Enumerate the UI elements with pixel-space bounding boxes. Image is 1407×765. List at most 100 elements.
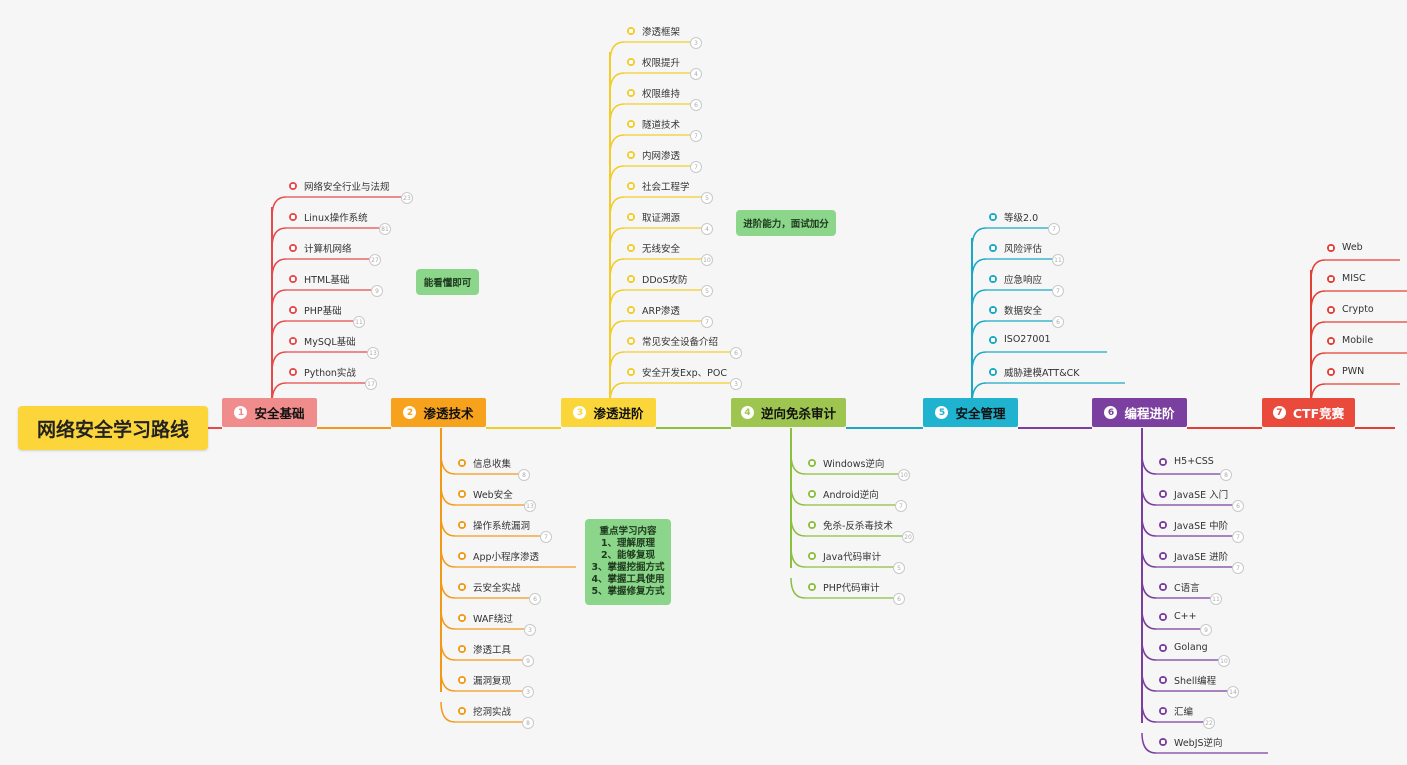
leaf-item[interactable]: 等级2.0 bbox=[989, 210, 1038, 224]
leaf-item[interactable]: 计算机网络 bbox=[289, 241, 352, 255]
connector-curve bbox=[609, 165, 625, 187]
connector-curve bbox=[609, 227, 625, 249]
leaf-item[interactable]: 权限提升 bbox=[627, 55, 680, 69]
leaf-item[interactable]: 免杀-反杀毒技术 bbox=[808, 518, 893, 532]
item-marker-icon bbox=[627, 58, 635, 66]
item-marker-icon bbox=[1327, 274, 1335, 283]
leaf-label: PWN bbox=[1342, 366, 1365, 377]
leaf-item[interactable]: App小程序渗透 bbox=[458, 549, 539, 563]
leaf-label: Mobile bbox=[1342, 335, 1374, 346]
item-marker-icon bbox=[289, 368, 297, 376]
leaf-item[interactable]: 隧道技术 bbox=[627, 117, 680, 131]
leaf-item[interactable]: Android逆向 bbox=[808, 487, 879, 501]
leaf-item[interactable]: 漏洞复现 bbox=[458, 673, 511, 687]
connector-curve bbox=[1141, 453, 1157, 475]
leaf-item[interactable]: HTML基础 bbox=[289, 272, 349, 286]
leaf-item[interactable]: Python实战 bbox=[289, 365, 356, 379]
connector-curve bbox=[440, 453, 456, 475]
count-badge: 3 bbox=[730, 378, 742, 390]
leaf-item[interactable]: 威胁建模ATT&CK bbox=[989, 365, 1079, 379]
item-marker-icon bbox=[1159, 707, 1167, 715]
leaf-item[interactable]: PWN bbox=[1327, 366, 1364, 377]
leaf-label: 网络安全行业与法规 bbox=[304, 182, 390, 193]
item-marker-icon bbox=[1327, 367, 1335, 376]
leaf-label: 数据安全 bbox=[1004, 306, 1043, 317]
leaf-item[interactable]: MISC bbox=[1327, 273, 1366, 284]
leaf-item[interactable]: ARP渗透 bbox=[627, 303, 680, 317]
leaf-item[interactable]: DDoS攻防 bbox=[627, 272, 687, 286]
item-marker-icon bbox=[458, 645, 466, 653]
leaf-label: Web bbox=[1342, 242, 1363, 253]
leaf-item[interactable]: 常见安全设备介绍 bbox=[627, 334, 718, 348]
root-topic[interactable]: 网络安全学习路线 bbox=[18, 406, 208, 450]
leaf-item[interactable]: 应急响应 bbox=[989, 272, 1042, 286]
leaf-item[interactable]: Web安全 bbox=[458, 487, 513, 501]
leaf-item[interactable]: Golang bbox=[1159, 642, 1208, 653]
branch-number-badge: 1 bbox=[234, 406, 248, 419]
connector-curve bbox=[790, 453, 806, 475]
leaf-item[interactable]: 权限维持 bbox=[627, 86, 680, 100]
leaf-item[interactable]: MySQL基础 bbox=[289, 334, 356, 348]
leaf-item[interactable]: JavaSE 中阶 bbox=[1159, 518, 1228, 532]
leaf-item[interactable]: Shell编程 bbox=[1159, 673, 1216, 687]
leaf-item[interactable]: 网络安全行业与法规 bbox=[289, 179, 390, 193]
leaf-item[interactable]: Windows逆向 bbox=[808, 456, 884, 470]
leaf-item[interactable]: ISO27001 bbox=[989, 334, 1051, 345]
leaf-item[interactable]: WAF绕过 bbox=[458, 611, 513, 625]
leaf-item[interactable]: 信息收集 bbox=[458, 456, 511, 470]
leaf-item[interactable]: Linux操作系统 bbox=[289, 210, 368, 224]
leaf-item[interactable]: Crypto bbox=[1327, 304, 1374, 315]
leaf-item[interactable]: 风险评估 bbox=[989, 241, 1042, 255]
count-badge: 27 bbox=[369, 254, 381, 266]
note-advanced: 进阶能力，面试加分 bbox=[736, 210, 836, 236]
connector-curve bbox=[271, 351, 287, 373]
leaf-label: 渗透框架 bbox=[642, 27, 681, 38]
count-badge: 81 bbox=[379, 223, 391, 235]
item-marker-icon bbox=[1159, 738, 1167, 746]
leaf-item[interactable]: PHP代码审计 bbox=[808, 580, 880, 594]
leaf-item[interactable]: JavaSE 入门 bbox=[1159, 487, 1228, 501]
leaf-item[interactable]: Mobile bbox=[1327, 335, 1373, 346]
leaf-item[interactable]: 无线安全 bbox=[627, 241, 680, 255]
leaf-item[interactable]: Java代码审计 bbox=[808, 549, 881, 563]
leaf-item[interactable]: 云安全实战 bbox=[458, 580, 521, 594]
leaf-item[interactable]: 渗透工具 bbox=[458, 642, 511, 656]
leaf-label: 渗透工具 bbox=[473, 645, 512, 656]
leaf-item[interactable]: JavaSE 进阶 bbox=[1159, 549, 1228, 563]
leaf-item[interactable]: 内网渗透 bbox=[627, 148, 680, 162]
leaf-item[interactable]: 挖洞实战 bbox=[458, 704, 511, 718]
leaf-item[interactable]: Web bbox=[1327, 242, 1363, 253]
note-focus-line: 5、掌握修复方式 bbox=[591, 586, 665, 597]
leaf-item[interactable]: C语言 bbox=[1159, 580, 1200, 594]
leaf-item[interactable]: 渗透框架 bbox=[627, 24, 680, 38]
count-badge: 6 bbox=[730, 347, 742, 359]
count-badge: 7 bbox=[1232, 531, 1244, 543]
count-badge: 6 bbox=[1052, 316, 1064, 328]
leaf-item[interactable]: 取证溯源 bbox=[627, 210, 680, 224]
leaf-item[interactable]: 安全开发Exp、POC bbox=[627, 365, 727, 379]
leaf-item[interactable]: 操作系统漏洞 bbox=[458, 518, 530, 532]
connector-curve bbox=[609, 72, 625, 94]
leaf-item[interactable]: H5+CSS bbox=[1159, 456, 1214, 467]
leaf-item[interactable]: C++ bbox=[1159, 611, 1197, 622]
item-marker-icon bbox=[458, 521, 466, 529]
leaf-item[interactable]: 社会工程学 bbox=[627, 179, 690, 193]
item-marker-icon bbox=[458, 614, 466, 622]
leaf-item[interactable]: WebJS逆向 bbox=[1159, 735, 1223, 749]
leaf-item[interactable]: 数据安全 bbox=[989, 303, 1042, 317]
item-marker-icon bbox=[808, 521, 816, 529]
leaf-item[interactable]: PHP基础 bbox=[289, 303, 342, 317]
leaf-label: HTML基础 bbox=[304, 275, 350, 286]
item-marker-icon bbox=[808, 583, 816, 591]
leaf-label: 计算机网络 bbox=[304, 244, 352, 255]
leaf-item[interactable]: 汇编 bbox=[1159, 704, 1193, 718]
leaf-label: 取证溯源 bbox=[642, 213, 681, 224]
item-marker-icon bbox=[1159, 457, 1167, 466]
